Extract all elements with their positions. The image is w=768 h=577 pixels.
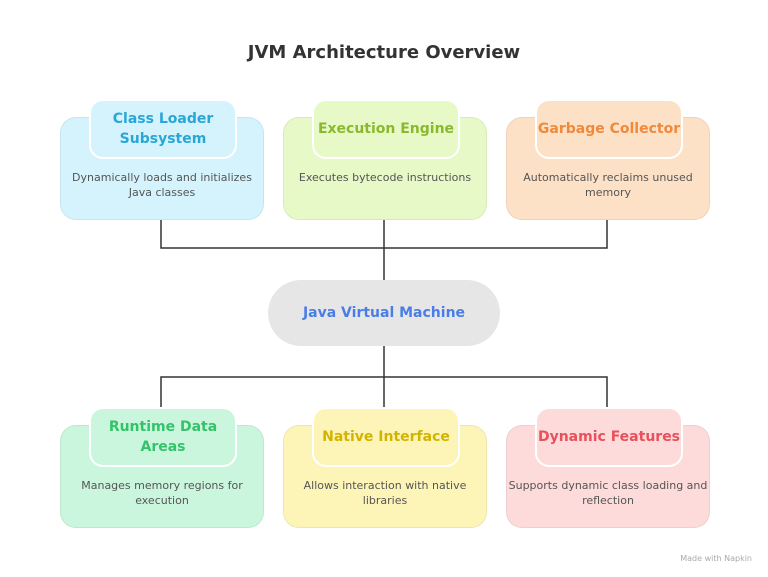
footer-credit: Made with Napkin (680, 554, 752, 563)
node-title: Garbage Collector (535, 99, 683, 159)
node-title: Class Loader Subsystem (89, 99, 237, 159)
top-connector (160, 218, 608, 280)
node-title: Dynamic Features (535, 407, 683, 467)
node-description: Dynamically loads and initializes Java c… (72, 171, 252, 199)
jvm-center-node: Java Virtual Machine (268, 280, 500, 346)
diagram-title: JVM Architecture Overview (247, 42, 521, 63)
node-description: Automatically reclaims unused memory (523, 171, 693, 199)
node-description: Manages memory regions for execution (81, 479, 243, 507)
node-title: Runtime Data Areas (89, 407, 237, 467)
node-description: Supports dynamic class loading and refle… (508, 479, 708, 507)
node-description: Executes bytecode instructions (298, 171, 472, 184)
node-description: Allows interaction with native libraries (303, 479, 467, 507)
node-title: Execution Engine (312, 99, 460, 159)
node-title: Native Interface (312, 407, 460, 467)
